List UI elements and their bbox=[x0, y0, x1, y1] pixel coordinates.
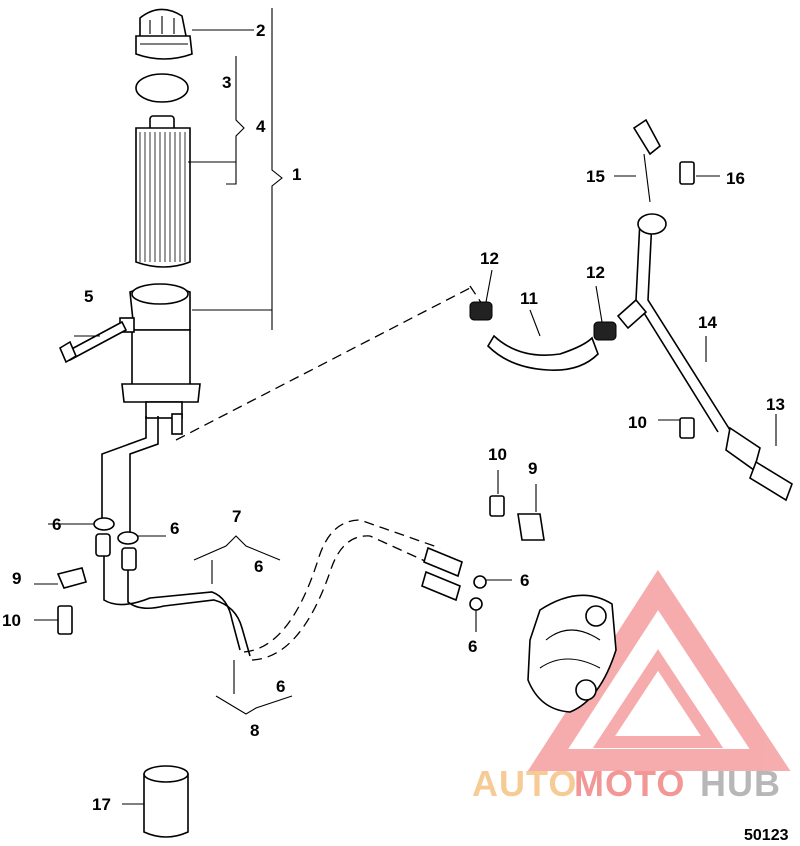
callout-6-e: 6 bbox=[520, 571, 529, 590]
dipstick-tube bbox=[616, 213, 731, 433]
screw-16 bbox=[679, 161, 695, 185]
callout-11: 11 bbox=[520, 289, 538, 308]
callout-16: 16 bbox=[726, 169, 745, 188]
filter-housing bbox=[119, 283, 201, 435]
washers bbox=[93, 517, 139, 545]
callout-6-f: 6 bbox=[468, 637, 477, 656]
watermark-text: AUTO MOTO HUB bbox=[472, 763, 781, 804]
cap-seal bbox=[135, 73, 189, 103]
callout-6-d: 6 bbox=[276, 677, 285, 696]
clip-right bbox=[517, 513, 545, 541]
hose-fittings-right bbox=[421, 546, 487, 611]
callout-8: 8 bbox=[250, 721, 259, 740]
callout-14: 14 bbox=[698, 313, 717, 332]
callout-12-b: 12 bbox=[586, 263, 605, 282]
callout-6-b: 6 bbox=[170, 519, 179, 538]
oil-fill-cap bbox=[135, 8, 193, 60]
callout-6-a: 6 bbox=[52, 515, 61, 534]
clip-left bbox=[56, 567, 87, 589]
callout-7: 7 bbox=[232, 507, 241, 526]
callout-13: 13 bbox=[766, 395, 785, 414]
breather-hose bbox=[486, 334, 599, 371]
oil-filter-17 bbox=[143, 765, 189, 838]
callout-9-b: 9 bbox=[528, 459, 537, 478]
callout-5: 5 bbox=[84, 287, 93, 306]
housing-bolt bbox=[58, 320, 128, 364]
dipstick-handle bbox=[632, 118, 662, 203]
callout-2: 2 bbox=[256, 21, 265, 40]
svg-text:AUTO: AUTO bbox=[472, 763, 577, 804]
tube-flange bbox=[725, 426, 793, 502]
svg-text:HUB: HUB bbox=[700, 763, 781, 804]
callout-3: 3 bbox=[222, 73, 231, 92]
leader-lines bbox=[34, 8, 777, 805]
screw-10-mid bbox=[489, 495, 505, 517]
svg-text:MOTO: MOTO bbox=[574, 763, 685, 804]
callout-10-b: 10 bbox=[488, 445, 507, 464]
callout-9-a: 9 bbox=[12, 569, 21, 588]
callout-1: 1 bbox=[292, 165, 301, 184]
callout-17: 17 bbox=[92, 795, 111, 814]
callout-12-a: 12 bbox=[480, 249, 499, 268]
screw-10-left bbox=[57, 605, 73, 635]
callout-10-a: 10 bbox=[2, 611, 21, 630]
filter-element bbox=[135, 115, 191, 268]
screw-10-right bbox=[679, 417, 695, 439]
callout-6-c: 6 bbox=[254, 557, 263, 576]
hose-clamps bbox=[469, 301, 617, 341]
callout-15: 15 bbox=[586, 167, 605, 186]
oil-pump-housing bbox=[527, 594, 617, 713]
oil-hose-left bbox=[95, 416, 251, 657]
callout-10-c: 10 bbox=[628, 413, 647, 432]
diagram-number: 50123 bbox=[744, 827, 789, 844]
callout-4: 4 bbox=[256, 117, 266, 136]
